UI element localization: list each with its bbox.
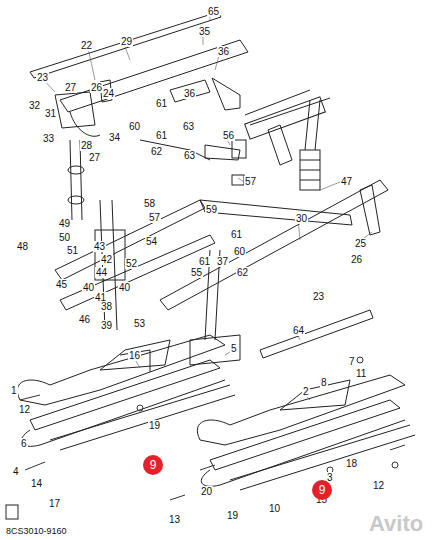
callout-number: 59 (205, 204, 218, 215)
callout-number: 27 (64, 82, 77, 93)
callout-number: 11 (355, 368, 367, 379)
callout-number: 63 (182, 121, 195, 132)
callout-number: 51 (66, 245, 79, 256)
callout-number: 19 (226, 510, 239, 521)
callout-number: 56 (222, 130, 235, 141)
callout-number: 44 (95, 267, 108, 278)
callout-number: 16 (128, 350, 141, 361)
callout-number: 19 (148, 420, 161, 431)
callout-number: 20 (200, 486, 213, 497)
callout-number: 8 (320, 377, 328, 388)
callout-number: 5 (230, 343, 238, 354)
callout-number: 23 (36, 72, 49, 83)
callout-number: 14 (30, 478, 43, 489)
callout-number: 13 (168, 514, 181, 525)
callout-number: 60 (233, 246, 246, 257)
callout-number: 61 (155, 130, 168, 141)
callout-number: 64 (292, 325, 305, 336)
callout-number: 54 (145, 236, 158, 247)
callout-number: 62 (150, 146, 163, 157)
callout-number: 43 (93, 241, 106, 252)
callout-number: 62 (236, 267, 249, 278)
callout-number: 39 (100, 320, 113, 331)
callout-number: 33 (42, 133, 55, 144)
callout-number: 4 (12, 466, 20, 477)
callout-number: 30 (295, 213, 308, 224)
callout-number: 29 (120, 36, 133, 47)
callout-number: 12 (18, 404, 31, 415)
callout-number: 53 (133, 318, 146, 329)
callout-number: 34 (108, 132, 121, 143)
callout-number: 17 (48, 498, 61, 509)
highlight-callout: 9 (312, 480, 332, 500)
callout-number: 60 (128, 121, 141, 132)
callout-number: 36 (183, 88, 196, 99)
callout-number: 61 (198, 256, 211, 267)
callout-number: 52 (125, 258, 138, 269)
callout-number: 50 (58, 232, 71, 243)
diagram-code: 8CS3010-9160 (5, 526, 68, 537)
callout-number: 1 (10, 385, 18, 396)
callout-number: 37 (216, 256, 229, 267)
callout-number: 61 (155, 98, 168, 109)
callout-number: 47 (340, 176, 353, 187)
callout-number: 65 (207, 6, 220, 17)
callout-number: 61 (230, 229, 243, 240)
callout-number: 55 (190, 267, 203, 278)
callout-number: 2 (302, 386, 310, 397)
watermark: Avito (368, 512, 424, 536)
callout-number: 10 (268, 503, 281, 514)
callout-number: 40 (118, 282, 131, 293)
callout-number: 32 (28, 100, 41, 111)
callout-number: 35 (198, 26, 211, 37)
callout-number: 49 (58, 218, 71, 229)
callout-number: 7 (348, 356, 356, 367)
callout-number: 58 (143, 198, 156, 209)
callout-number: 42 (100, 254, 113, 265)
callout-number: 28 (80, 140, 93, 151)
callout-number: 26 (350, 254, 363, 265)
callout-number: 38 (100, 301, 113, 312)
callout-number: 24 (102, 88, 115, 99)
callout-number: 27 (88, 152, 101, 163)
callout-number: 57 (244, 176, 257, 187)
callout-number: 36 (217, 46, 230, 57)
callout-number: 45 (55, 279, 68, 290)
callout-number: 12 (372, 480, 385, 491)
callout-number: 63 (183, 150, 196, 161)
callout-number: 31 (44, 108, 57, 119)
callout-number: 48 (16, 241, 29, 252)
callout-number: 18 (345, 458, 358, 469)
callout-number: 25 (354, 238, 367, 249)
callout-number: 57 (148, 212, 161, 223)
callout-number: 22 (80, 40, 93, 51)
callout-number: 46 (78, 314, 91, 325)
highlight-callout: 9 (143, 455, 163, 475)
callout-number: 23 (312, 291, 325, 302)
callout-number: 6 (20, 438, 28, 449)
